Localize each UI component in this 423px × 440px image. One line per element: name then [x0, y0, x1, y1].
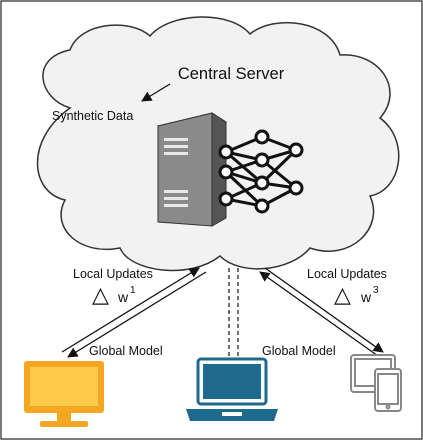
right-global-model-label: Global Model [262, 344, 336, 358]
right-global-arrow [264, 267, 384, 353]
right-update-arrow [259, 271, 379, 357]
right-delta-variable: w [360, 289, 372, 305]
left-link-arrows [61, 267, 207, 358]
laptop-icon [186, 357, 278, 421]
right-link-arrows [259, 267, 384, 357]
left-update-arrow [61, 267, 200, 353]
desktop-monitor-icon [24, 361, 104, 427]
right-delta-symbol: △ [334, 282, 351, 307]
left-delta-variable: w [117, 289, 129, 305]
neural-network-icon [218, 129, 304, 214]
synthetic-data-arrow [141, 83, 171, 102]
left-delta-superscript: 1 [130, 285, 136, 296]
middle-dashed-link [228, 268, 239, 356]
right-delta-superscript: 3 [373, 285, 379, 296]
left-delta-symbol: △ [92, 282, 109, 307]
synthetic-data-label: Synthetic Data [52, 109, 133, 123]
left-global-arrow [67, 271, 207, 358]
phone-tablet-icon [350, 354, 402, 412]
cloud-title: Central Server [178, 65, 285, 83]
right-local-updates-label: Local Updates [307, 267, 387, 281]
left-local-updates-label: Local Updates [73, 267, 153, 281]
left-global-model-label: Global Model [89, 344, 163, 358]
server-icon [156, 112, 228, 227]
